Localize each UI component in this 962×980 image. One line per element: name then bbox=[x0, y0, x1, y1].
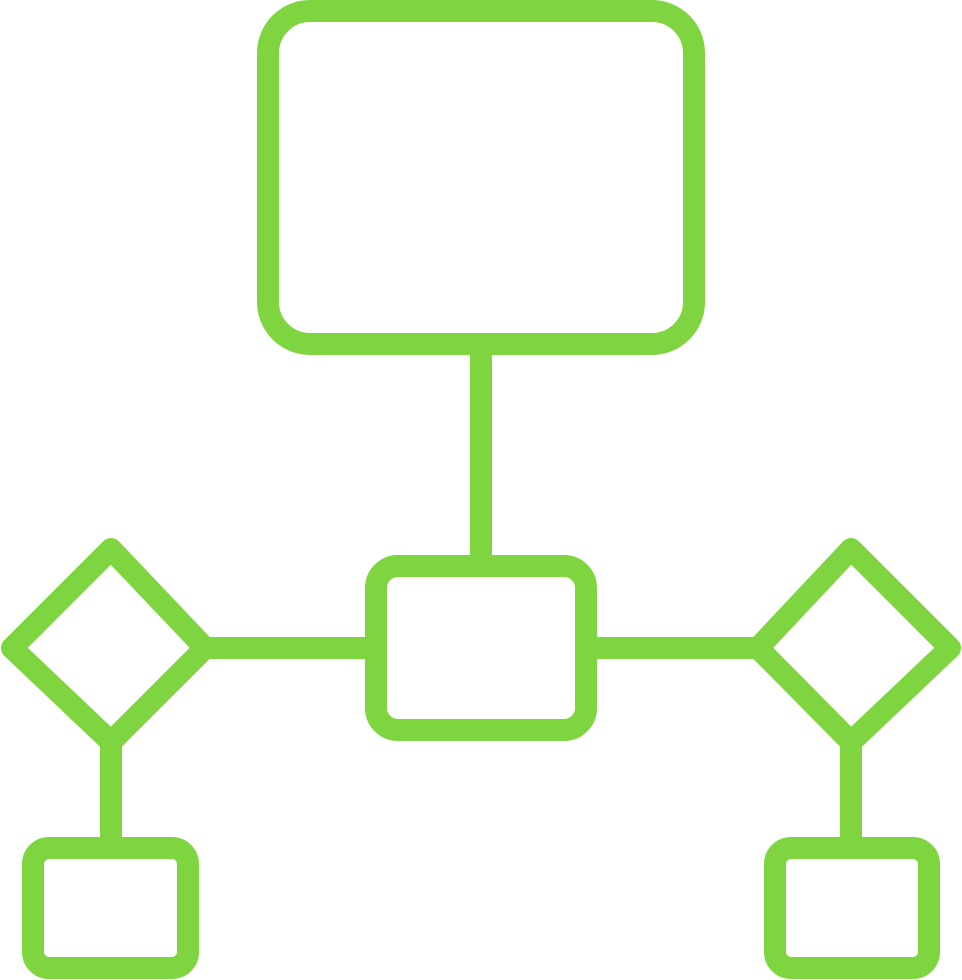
left-diamond bbox=[1, 538, 216, 753]
right-diamond bbox=[747, 538, 961, 753]
connectors-group bbox=[100, 333, 862, 859]
top-box bbox=[257, 0, 705, 355]
bottom-right-box bbox=[764, 837, 940, 979]
bottom-left-box bbox=[22, 837, 199, 979]
center-box bbox=[365, 555, 597, 741]
